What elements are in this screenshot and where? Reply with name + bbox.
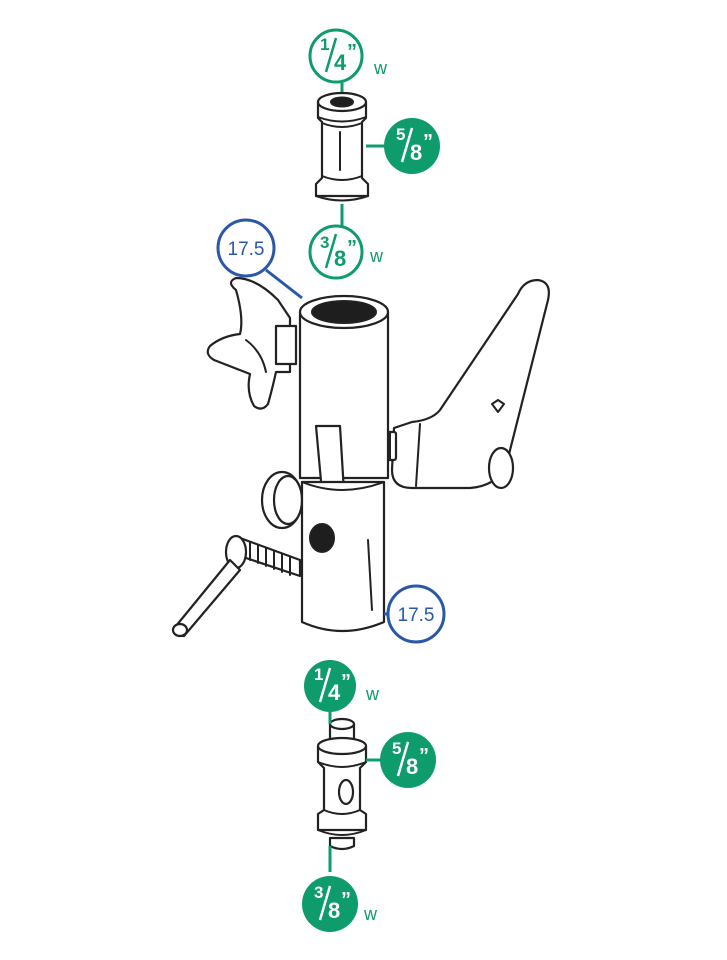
lamp-bracket	[171, 276, 550, 638]
callout-bottom-spigot-side: 5 8 ”	[380, 732, 436, 788]
callout-denominator: 4	[334, 50, 347, 75]
callout-denominator: 8	[406, 754, 418, 779]
callout-bottom-spigot-bottom: 3 8 ” w	[302, 876, 378, 932]
callout-denominator: 4	[328, 680, 341, 705]
top-spigot	[314, 91, 370, 202]
callout-numerator: 5	[392, 739, 401, 758]
callout-suffix: w	[363, 904, 378, 924]
callout-inch-mark: ”	[419, 745, 429, 767]
callout-value: 17.5	[398, 605, 435, 626]
callout-value: 17.5	[228, 239, 265, 260]
callout-numerator: 5	[396, 125, 405, 144]
callout-top-spigot-bottom: 3 8 ” w	[308, 224, 384, 280]
callout-denominator: 8	[328, 898, 340, 923]
callout-suffix: w	[369, 246, 384, 266]
callout-inch-mark: ”	[347, 237, 357, 259]
callout-numerator: 3	[314, 883, 323, 902]
callout-bottom-spigot-top: 1 4 ” w	[304, 660, 380, 712]
callout-top-spigot-top: 1 4 ” w	[308, 28, 388, 84]
callout-bracket-bottom: 17.5	[386, 584, 446, 644]
bottom-spigot-leaders	[328, 712, 382, 872]
callout-numerator: 3	[320, 233, 329, 252]
callout-top-spigot-side: 5 8 ”	[384, 118, 440, 174]
callout-inch-mark: ”	[341, 671, 351, 693]
callout-bracket-top: 17.5	[216, 218, 276, 278]
bottom-spigot	[316, 717, 368, 851]
callout-denominator: 8	[334, 246, 346, 271]
callout-inch-mark: ”	[347, 41, 357, 63]
callout-numerator: 1	[314, 665, 323, 684]
callout-suffix: w	[365, 684, 380, 704]
callout-denominator: 8	[410, 140, 422, 165]
callout-inch-mark: ”	[423, 131, 433, 153]
callout-inch-mark: ”	[341, 889, 351, 911]
callout-numerator: 1	[320, 35, 329, 54]
callout-suffix: w	[373, 58, 388, 78]
